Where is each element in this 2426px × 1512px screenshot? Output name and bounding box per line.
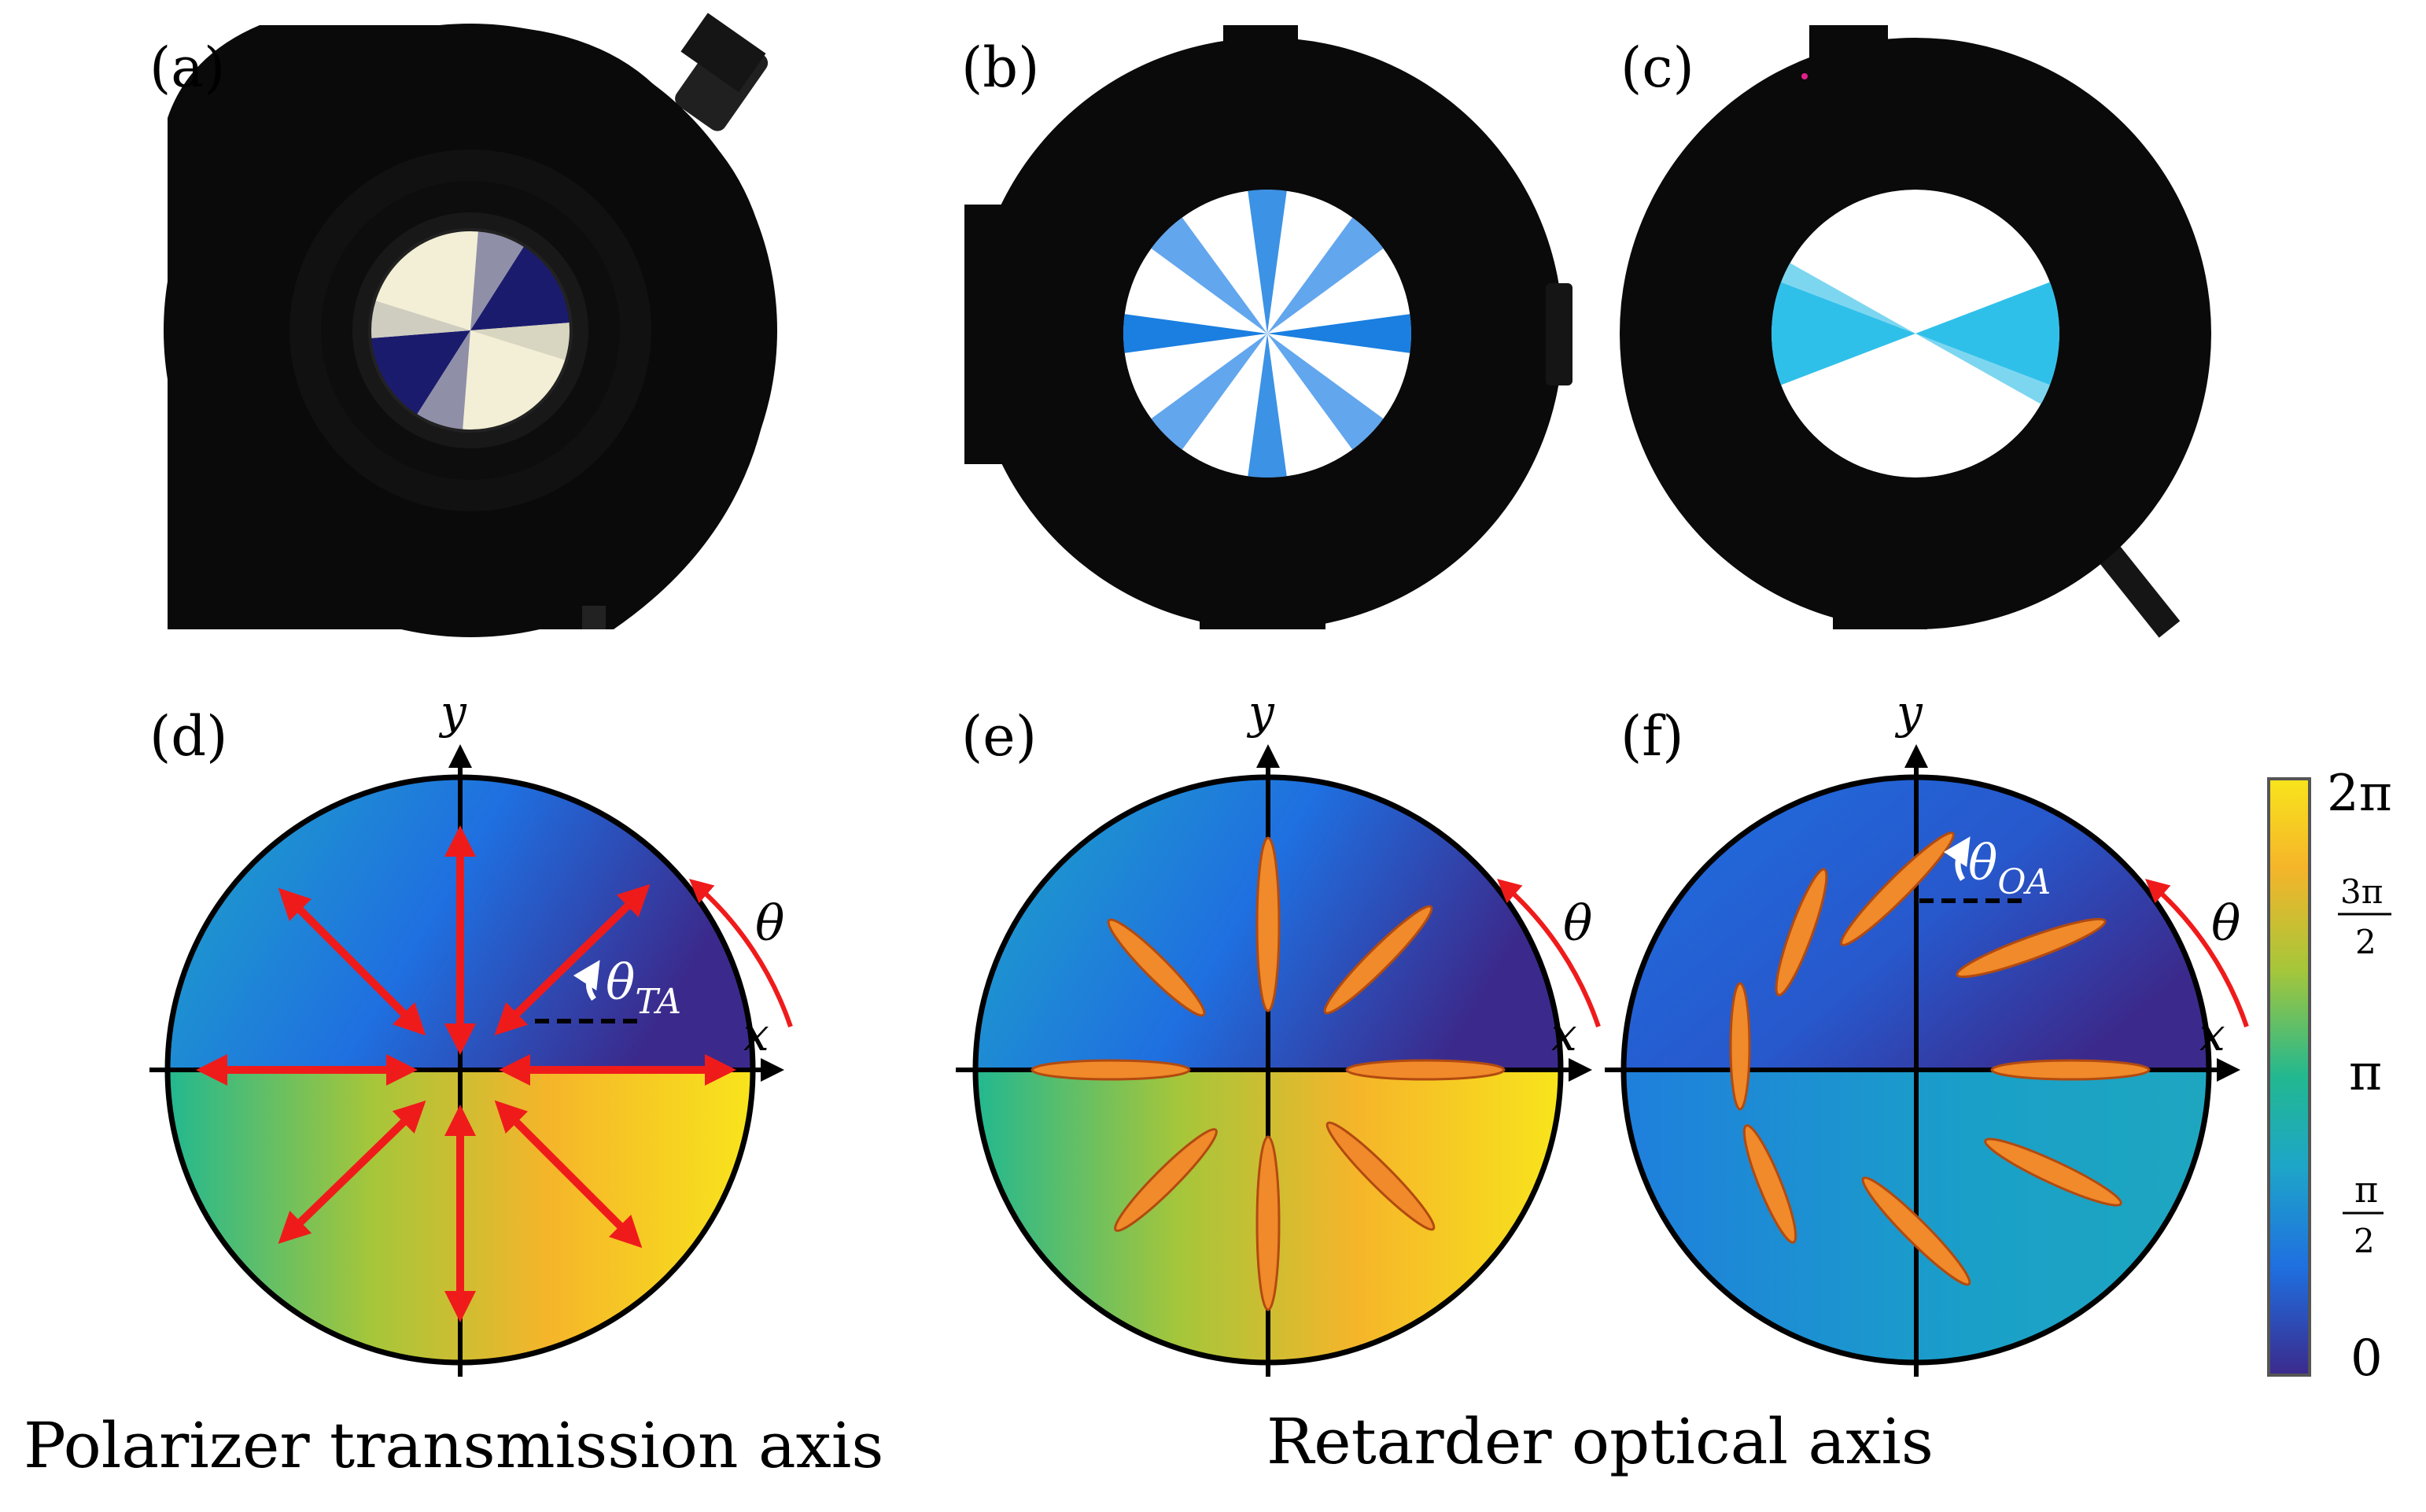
f-theta-oa-arrow xyxy=(1943,836,1971,881)
d-arrow-ne xyxy=(494,883,651,1036)
e-y-label: y xyxy=(1246,685,1275,739)
f-ellipses xyxy=(1729,832,2151,1286)
panel-label-a: (a) xyxy=(149,35,225,100)
d-theta-arc xyxy=(688,879,793,1027)
e-theta-arc xyxy=(1496,879,1601,1027)
e-ellipses xyxy=(1030,836,1506,1311)
d-theta-arc-label: θ xyxy=(755,894,784,952)
diagram-e: x y θ xyxy=(956,685,1601,1377)
e-ellipse-sw xyxy=(1114,1128,1218,1232)
f-ellipse-nne xyxy=(1840,832,1955,946)
e-ellipse-s xyxy=(1255,1135,1281,1311)
d-theta-ta-arrow xyxy=(573,960,600,1001)
caption-polarizer: Polarizer transmission axis xyxy=(24,1409,883,1482)
e-ellipse-w xyxy=(1030,1059,1191,1081)
panel-label-b: (b) xyxy=(961,35,1039,100)
f-ellipse-nnw xyxy=(1775,868,1828,997)
e-ellipse-e xyxy=(1345,1059,1506,1081)
d-arrow-nw xyxy=(278,887,426,1036)
d-theta-ta-label: θTA xyxy=(606,953,681,1022)
panel-label-c: (c) xyxy=(1620,35,1694,100)
f-ellipse-e xyxy=(1990,1059,2151,1081)
colorbar-tick-pi: π xyxy=(2349,1044,2382,1102)
diagram-f: x y θOA θ xyxy=(1605,685,2249,1377)
d-y-label: y xyxy=(438,685,467,739)
e-ellipse-ne xyxy=(1323,905,1433,1015)
d-arrow-se xyxy=(494,1100,643,1248)
colorbar-tick-3pi2-den: 2 xyxy=(2355,923,2376,961)
f-ellipse-ene xyxy=(1956,917,2107,979)
d-x-label: x xyxy=(743,1008,769,1061)
f-ellipse-w xyxy=(1729,982,1751,1111)
colorbar-gradient xyxy=(2267,777,2311,1377)
e-ellipse-n xyxy=(1255,836,1281,1012)
photo-a xyxy=(164,13,777,637)
f-theta-oa-label: θOA xyxy=(1968,834,2051,902)
panel-label-e: (e) xyxy=(961,704,1037,769)
colorbar-tick-2pi: 2π xyxy=(2327,765,2392,823)
f-theta-arc-label: θ xyxy=(2211,894,2240,952)
panel-label-d: (d) xyxy=(149,704,227,769)
colorbar: 2π 3π 2 π π 2 0 xyxy=(2267,765,2392,1388)
colorbar-tick-pi2-den: 2 xyxy=(2354,1222,2375,1260)
colorbar-tick-pi2-num: π xyxy=(2354,1168,2378,1211)
f-ellipse-wsw xyxy=(1742,1124,1797,1244)
e-theta-arc-label: θ xyxy=(1563,894,1592,952)
diagram-d: x y θTA θ xyxy=(149,685,793,1377)
e-ellipse-se xyxy=(1325,1121,1436,1231)
colorbar-tick-0: 0 xyxy=(2350,1329,2383,1388)
f-theta-arc xyxy=(2144,879,2249,1027)
colorbar-tick-3pi2-num: 3π xyxy=(2340,872,2383,911)
e-x-label: x xyxy=(1551,1008,1577,1061)
d-arrow-sw xyxy=(278,1100,426,1245)
d-red-arrows xyxy=(196,825,736,1322)
f-y-label: y xyxy=(1894,685,1923,739)
e-ellipse-nw xyxy=(1107,918,1206,1017)
f-x-label: x xyxy=(2199,1008,2225,1061)
f-ellipse-se xyxy=(1984,1138,2122,1207)
panel-label-f: (f) xyxy=(1620,704,1684,769)
photo-c xyxy=(1620,25,2211,638)
photo-b xyxy=(964,25,1572,629)
caption-retarder: Retarder optical axis xyxy=(1266,1405,1934,1478)
f-ellipse-ssw xyxy=(1861,1176,1971,1286)
